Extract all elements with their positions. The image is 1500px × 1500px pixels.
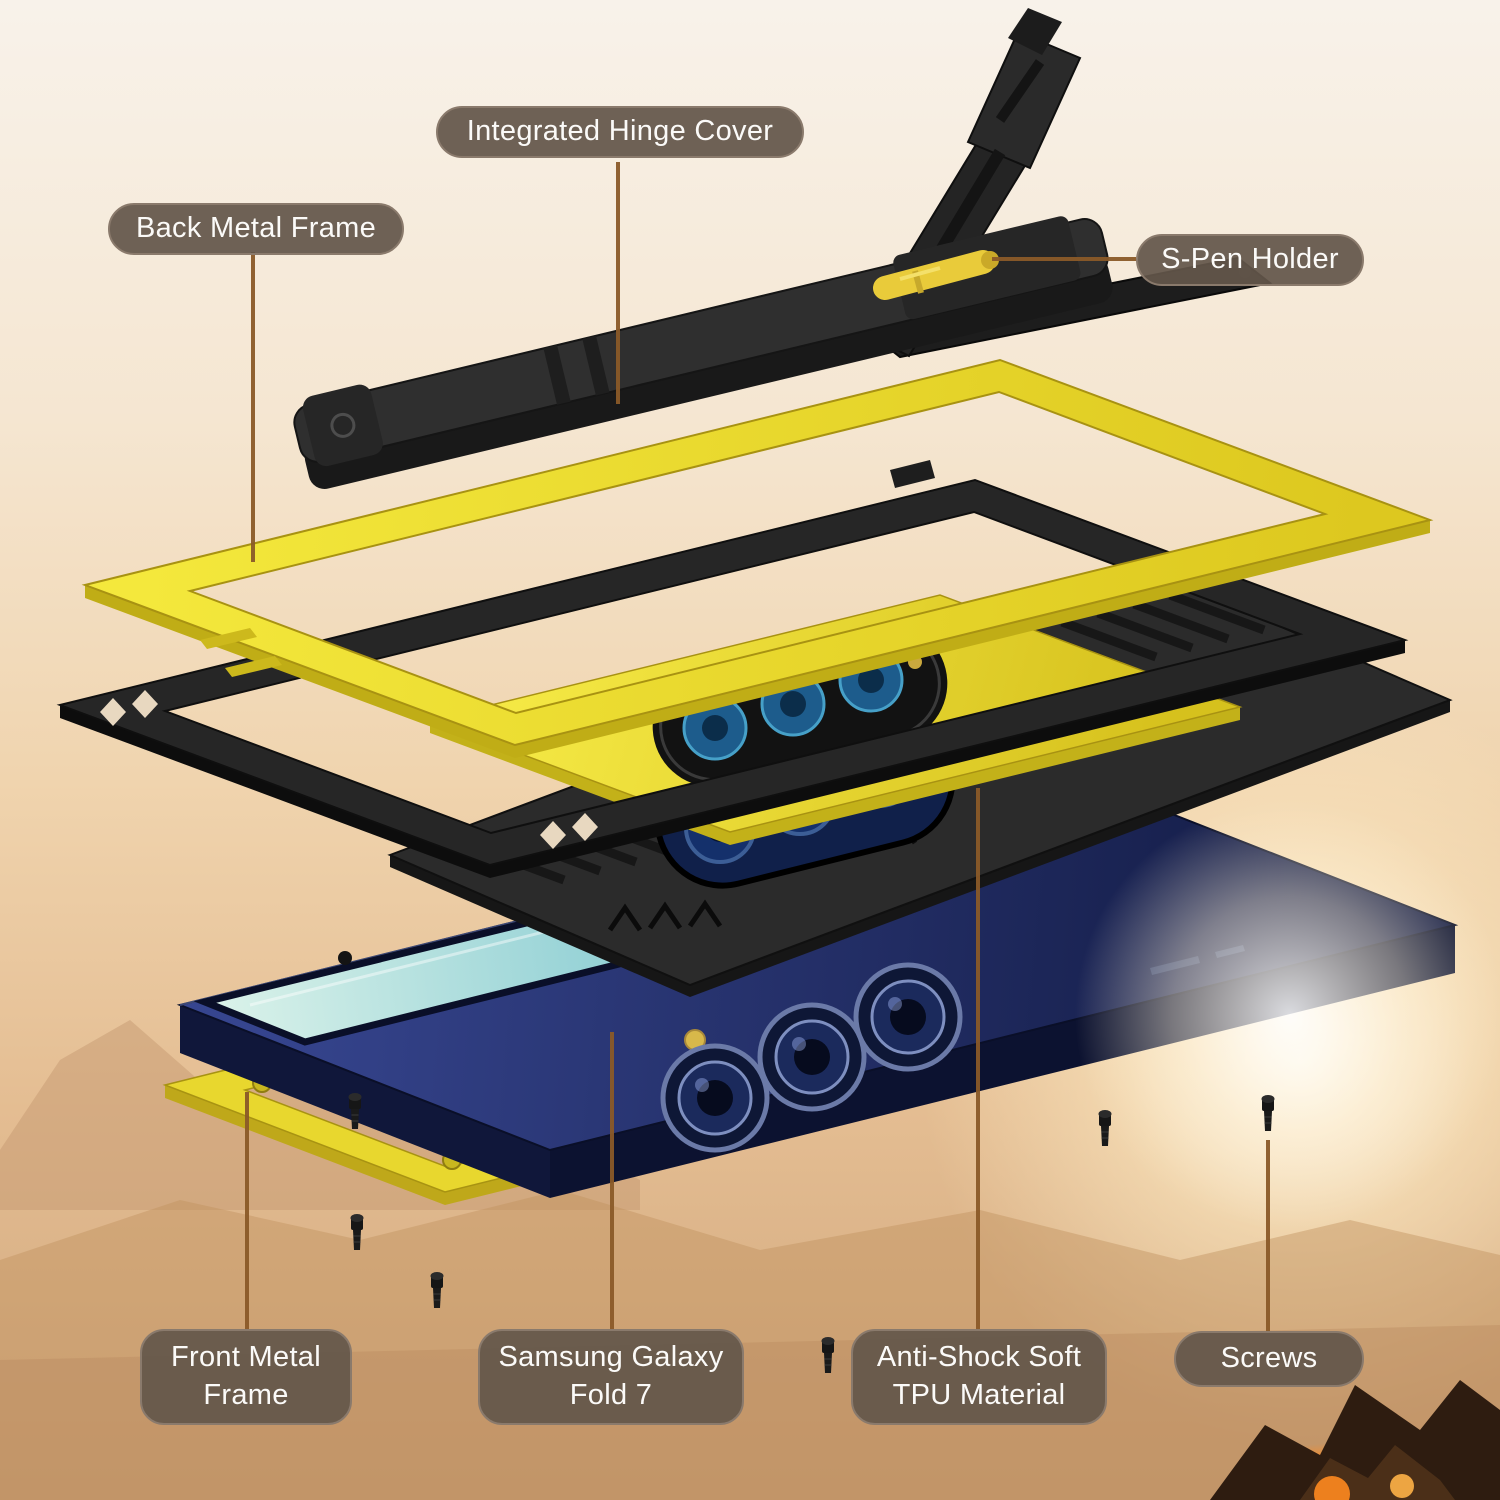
frame-edge — [60, 705, 490, 878]
screw — [1261, 1095, 1275, 1131]
frame-edge — [490, 640, 1405, 878]
screw — [821, 1337, 835, 1373]
hinge-clip — [890, 460, 935, 488]
lens-pupil — [702, 715, 728, 741]
label-text: Screws — [1220, 1342, 1318, 1375]
frame-v-notch — [100, 698, 126, 726]
label-text: Anti-Shock Soft — [876, 1341, 1082, 1374]
label-text: Back Metal Frame — [135, 212, 377, 245]
camera-lens — [757, 1002, 867, 1112]
rear-camera-module — [660, 962, 963, 1153]
label-text: Front Metal — [171, 1341, 321, 1374]
fire-spot — [1390, 1474, 1414, 1498]
fire-spot — [1314, 1476, 1350, 1500]
tpu-edge — [690, 700, 1450, 997]
callout-screws: Screws — [1174, 1331, 1364, 1387]
callout-s-pen-holder: S-Pen Holder — [1136, 234, 1364, 286]
rock-outcrop — [1210, 1380, 1500, 1500]
hinge-icon-circle — [330, 412, 356, 438]
mountain-ridge-near — [0, 1190, 1500, 1500]
valley-haze — [0, 1325, 1500, 1500]
callout-integrated-hinge-cover: Integrated Hinge Cover — [436, 106, 804, 158]
tpu-v-notches — [607, 899, 723, 932]
frame-edge — [85, 585, 515, 758]
screws-part — [348, 1093, 1275, 1373]
frame-band — [56, 478, 1409, 867]
camera-lens — [660, 1043, 770, 1153]
screw — [348, 1093, 362, 1129]
screw — [350, 1214, 364, 1250]
front-camera-dot — [338, 951, 352, 965]
callout-back-metal-frame: Back Metal Frame — [108, 203, 404, 255]
label-text: TPU Material — [892, 1379, 1066, 1411]
label-text: Frame — [203, 1379, 289, 1411]
tpu-frame-part — [56, 478, 1409, 878]
plate-edge — [730, 707, 1240, 845]
frame-v-notch — [540, 821, 566, 849]
label-text: Fold 7 — [569, 1379, 653, 1411]
frame-ridge — [200, 628, 257, 649]
callout-samsung-galaxy-fold-7: Samsung Galaxy Fold 7 — [478, 1329, 744, 1425]
lens-pupil — [780, 691, 806, 717]
s-pen — [873, 250, 999, 300]
frame-v-notch — [132, 690, 158, 718]
back-metal-frame-part — [81, 358, 1434, 758]
leader-lines — [245, 162, 1270, 1332]
frame-edge — [515, 520, 1430, 758]
label-text: Samsung Galaxy — [498, 1341, 724, 1374]
callout-anti-shock-tpu: Anti-Shock Soft TPU Material — [851, 1329, 1107, 1425]
frame-edge — [165, 1085, 445, 1205]
phone-side — [180, 1005, 550, 1198]
frame-ridge — [225, 656, 282, 677]
screw — [1098, 1110, 1112, 1146]
frame-v-notch — [572, 813, 598, 841]
callout-front-metal-frame: Front Metal Frame — [140, 1329, 352, 1425]
tpu-edge — [390, 855, 690, 997]
label-text: Integrated Hinge Cover — [466, 115, 774, 148]
label-text: S-Pen Holder — [1161, 243, 1339, 276]
frame-band — [81, 358, 1434, 747]
screw — [430, 1272, 444, 1308]
hinge-cover-part — [293, 8, 1273, 489]
lens-pupil — [858, 667, 884, 693]
sun-glare — [1075, 800, 1500, 1230]
camera-lens — [853, 962, 963, 1072]
